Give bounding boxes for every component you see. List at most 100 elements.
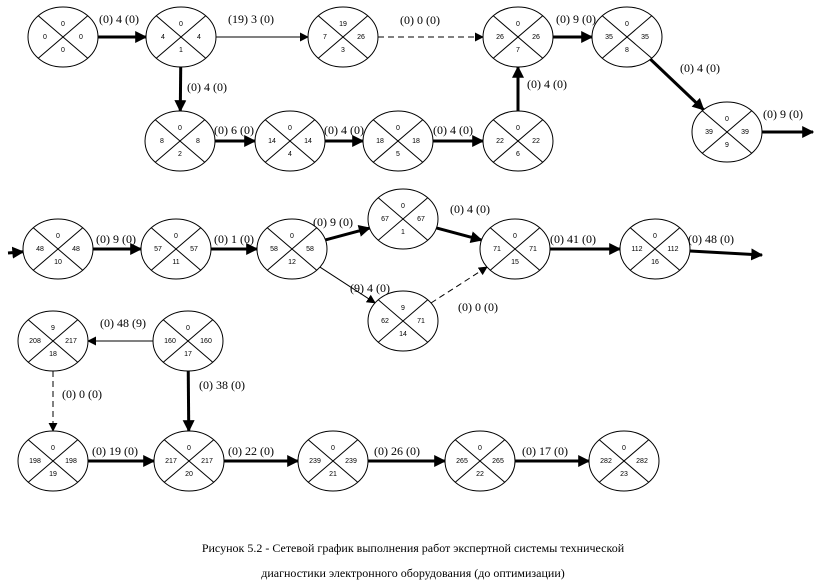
node-left-value: 217 [165, 458, 177, 465]
node-top-value: 0 [288, 125, 292, 132]
node-bottom-value: 15 [511, 259, 519, 266]
edge-label: (0) 19 (0) [92, 444, 138, 458]
node-right-value: 26 [357, 34, 365, 41]
node-top-value: 0 [331, 445, 335, 452]
edge-label: (0) 22 (0) [228, 444, 274, 458]
node-cross-line [27, 319, 79, 363]
network-diagram: (0) 4 (0)(19) 3 (0)(0) 0 (0)(0) 9 (0)(0)… [7, 6, 815, 492]
node-bottom-value: 1 [401, 229, 405, 236]
node-bottom-value: 12 [288, 259, 296, 266]
edge-label: (0) 17 (0) [522, 444, 568, 458]
node-left-value: 0 [43, 34, 47, 41]
node-top-value: 0 [622, 445, 626, 452]
node-top-value: 9 [51, 325, 55, 332]
node-right-value: 71 [417, 318, 425, 325]
node-cross-line [27, 439, 79, 483]
node-top-value: 0 [187, 445, 191, 452]
node-bottom-value: 9 [725, 142, 729, 149]
node-cross-line [264, 119, 316, 163]
node-cross-line [154, 119, 206, 163]
node-left-value: 35 [605, 34, 613, 41]
edge-label: (9) 4 (0) [350, 281, 390, 295]
node-cross-line [454, 439, 506, 483]
node-right-value: 26 [532, 34, 540, 41]
node-right-value: 265 [492, 458, 504, 465]
node-left-value: 18 [376, 138, 384, 145]
figure-caption-line-1: Рисунок 5.2 - Сетевой график выполнения … [201, 541, 625, 555]
node-right-value: 239 [345, 458, 357, 465]
node-bottom-value: 5 [396, 151, 400, 158]
edges-layer: (0) 4 (0)(19) 3 (0)(0) 0 (0)(0) 9 (0)(0)… [7, 12, 815, 467]
edge-label: (0) 0 (0) [400, 13, 440, 27]
node-cross-line [377, 299, 429, 343]
node-right-value: 112 [667, 246, 678, 253]
node-bottom-value: 22 [476, 471, 484, 478]
node-top-value: 0 [61, 21, 65, 28]
node-right-value: 48 [72, 246, 80, 253]
node-bottom-value: 19 [49, 471, 57, 478]
edge-label: (0) 4 (0) [450, 202, 490, 216]
node-bottom-value: 17 [184, 351, 192, 358]
node-top-value: 0 [401, 203, 405, 210]
node-cross-line [266, 227, 318, 271]
node-cross-line [32, 227, 84, 271]
node-left-value: 7 [323, 34, 327, 41]
node-top-value: 0 [56, 233, 60, 240]
node-top-value: 0 [516, 21, 520, 28]
edge-label: (0) 4 (0) [433, 123, 473, 137]
node-bottom-value: 7 [516, 47, 520, 54]
edge-label: (0) 0 (0) [62, 387, 102, 401]
node-top-value: 0 [179, 21, 183, 28]
node-top-value: 19 [339, 21, 347, 28]
node-bottom-value: 0 [61, 47, 65, 54]
node-top-value: 0 [178, 125, 182, 132]
edge-arrow-n8-n9 [649, 58, 705, 111]
node-cross-line [489, 227, 541, 271]
edge-label: (0) 4 (0) [680, 61, 720, 75]
node-left-value: 282 [600, 458, 612, 465]
edge-label: (0) 4 (0) [527, 77, 567, 91]
node-cross-line [598, 439, 650, 483]
figure-caption-line-2: диагностики электронного оборудования (д… [261, 566, 565, 580]
node-left-value: 4 [161, 34, 165, 41]
node-cross-line [377, 197, 429, 241]
node-top-value: 0 [478, 445, 482, 452]
node-top-value: 0 [653, 233, 657, 240]
node-right-value: 8 [196, 138, 200, 145]
node-left-value: 26 [496, 34, 504, 41]
node-top-value: 0 [396, 125, 400, 132]
node-bottom-value: 21 [329, 471, 337, 478]
node-top-value: 0 [625, 21, 629, 28]
node-bottom-value: 23 [620, 471, 628, 478]
edge-arrow-n12-n13 [324, 225, 371, 242]
node-right-value: 71 [529, 246, 537, 253]
node-top-value: 0 [186, 325, 190, 332]
node-cross-line [372, 119, 424, 163]
node-left-value: 8 [160, 138, 164, 145]
edge-label: (0) 41 (0) [550, 232, 596, 246]
node-cross-line [155, 15, 207, 59]
node-top-value: 0 [51, 445, 55, 452]
node-cross-line [150, 227, 202, 271]
node-left-value: 67 [381, 216, 389, 223]
node-bottom-value: 11 [172, 259, 179, 266]
edge-label: (0) 48 (9) [100, 316, 146, 330]
node-bottom-value: 16 [651, 259, 659, 266]
node-right-value: 217 [201, 458, 213, 465]
node-cross-line [162, 319, 214, 363]
edge-arrow-n17-n20 [182, 370, 195, 433]
node-right-value: 39 [741, 129, 749, 136]
node-bottom-value: 2 [178, 151, 182, 158]
